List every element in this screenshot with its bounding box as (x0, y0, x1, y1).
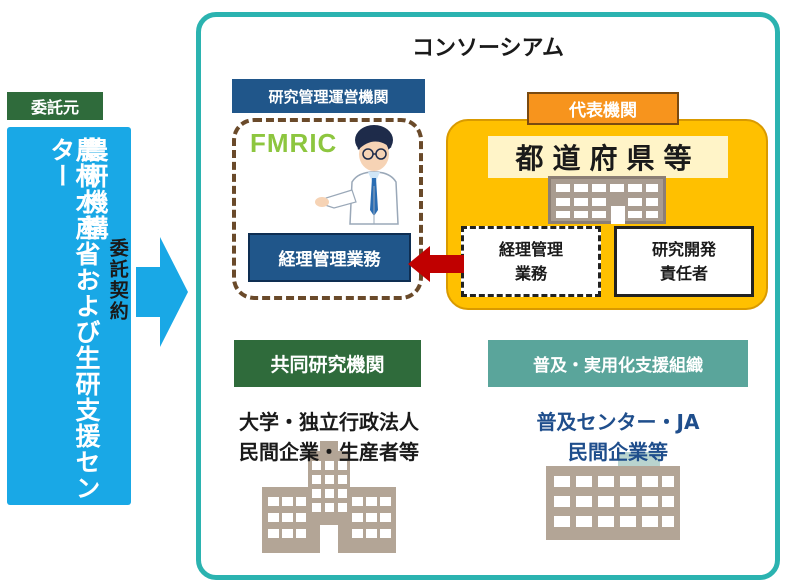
entrustor-box: 農研機構 農林水産省および生研支援センター (7, 127, 131, 505)
consortium-title: コンソーシアム (411, 36, 565, 61)
joint-research-line2: 民間企業・生産者等 (239, 440, 419, 464)
red-arrow-icon (408, 246, 464, 282)
fmric-logo: FMRIC (250, 128, 338, 158)
representative-accounting: 経理管理 業務 (461, 226, 601, 297)
extension-support-line1: 普及センター・JA (536, 410, 700, 434)
entrustor-tag: 委託元 (7, 92, 103, 120)
building-icon (262, 441, 396, 553)
joint-research-line1: 大学・独立行政法人 (239, 410, 419, 434)
building-icon (548, 176, 666, 224)
contract-label: 委託契約 (106, 238, 129, 322)
entrustor-col-naro: 農研機構 (80, 137, 109, 241)
research-management-header: 研究管理運営機関 (232, 79, 425, 113)
extension-support-header: 普及・実用化支援組織 (488, 340, 748, 387)
joint-research-header: 共同研究機関 (234, 340, 421, 387)
contract-arrow-icon (136, 237, 188, 347)
representative-tag: 代表機関 (527, 92, 679, 125)
representative-accounting-line2: 業務 (514, 263, 547, 283)
research-management-dashed-box (232, 118, 423, 300)
building-icon (546, 452, 680, 540)
research-management-accounting: 経理管理業務 (248, 233, 411, 282)
representative-banner: 都道府県等 (488, 136, 728, 178)
extension-support-line2: 民間企業等 (568, 440, 668, 464)
entrustor-col-maff: 農林水産省および生研支援センター (47, 137, 101, 501)
representative-rd-line1: 研究開発 (651, 240, 716, 260)
person-in-labcoat-icon (315, 125, 399, 225)
representative-rd-manager: 研究開発 責任者 (614, 226, 754, 297)
representative-rd-line2: 責任者 (659, 263, 708, 283)
representative-accounting-line1: 経理管理 (498, 240, 563, 260)
consortium-frame (196, 12, 780, 580)
